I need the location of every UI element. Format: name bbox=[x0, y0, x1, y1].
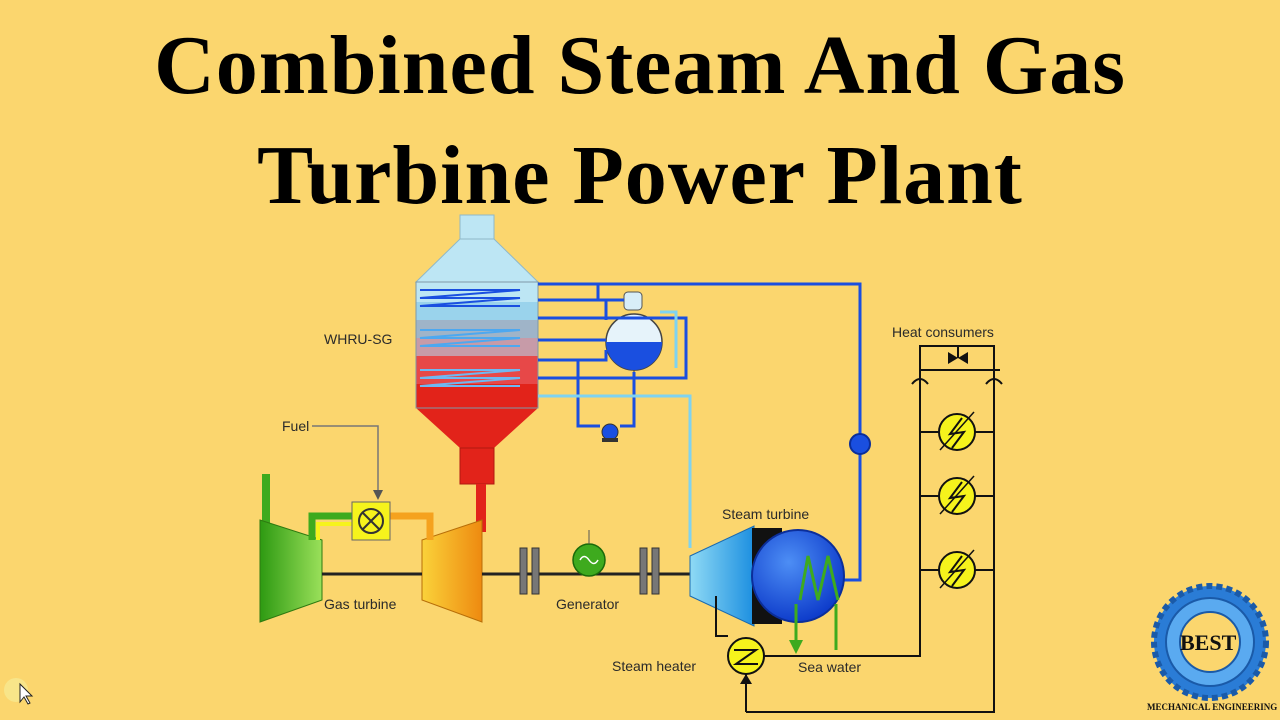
label-steam-turbine: Steam turbine bbox=[722, 506, 810, 522]
shaft bbox=[482, 530, 690, 595]
label-fuel: Fuel bbox=[282, 418, 310, 434]
steam-turbine bbox=[689, 525, 845, 654]
fuel-line bbox=[312, 425, 379, 496]
title-line-1: Combined Steam And Gas bbox=[154, 19, 1126, 112]
title-line-2: Turbine Power Plant bbox=[257, 129, 1023, 222]
logo-sub-text: MECHANICAL ENGINEERING bbox=[1147, 702, 1278, 712]
label-heat-consumers: Heat consumers bbox=[892, 324, 994, 340]
steam-pipes bbox=[538, 310, 692, 548]
cursor-icon bbox=[4, 678, 34, 705]
label-sea-water: Sea water bbox=[798, 659, 862, 675]
circulation-pump-icon bbox=[849, 433, 871, 455]
best-logo-icon bbox=[1151, 583, 1269, 701]
label-generator: Generator bbox=[556, 596, 620, 612]
steam-drum bbox=[605, 291, 663, 375]
feed-pump-icon bbox=[601, 423, 619, 441]
whru-stack bbox=[414, 214, 540, 485]
label-gas-turbine: Gas turbine bbox=[324, 596, 397, 612]
exhaust-duct bbox=[476, 484, 486, 532]
heat-consumer-1-icon bbox=[938, 411, 976, 451]
logo-main-text: BEST bbox=[1180, 630, 1237, 655]
water-pipes bbox=[538, 282, 862, 582]
heat-consumer-loop bbox=[746, 345, 1000, 713]
gas-turbine bbox=[259, 474, 483, 623]
heat-consumer-2-icon bbox=[938, 475, 976, 515]
steam-heater bbox=[715, 596, 765, 712]
label-whru: WHRU-SG bbox=[324, 331, 393, 347]
label-steam-heater: Steam heater bbox=[612, 658, 697, 674]
heat-consumer-3-icon bbox=[938, 549, 976, 589]
valve-icon bbox=[948, 346, 968, 364]
